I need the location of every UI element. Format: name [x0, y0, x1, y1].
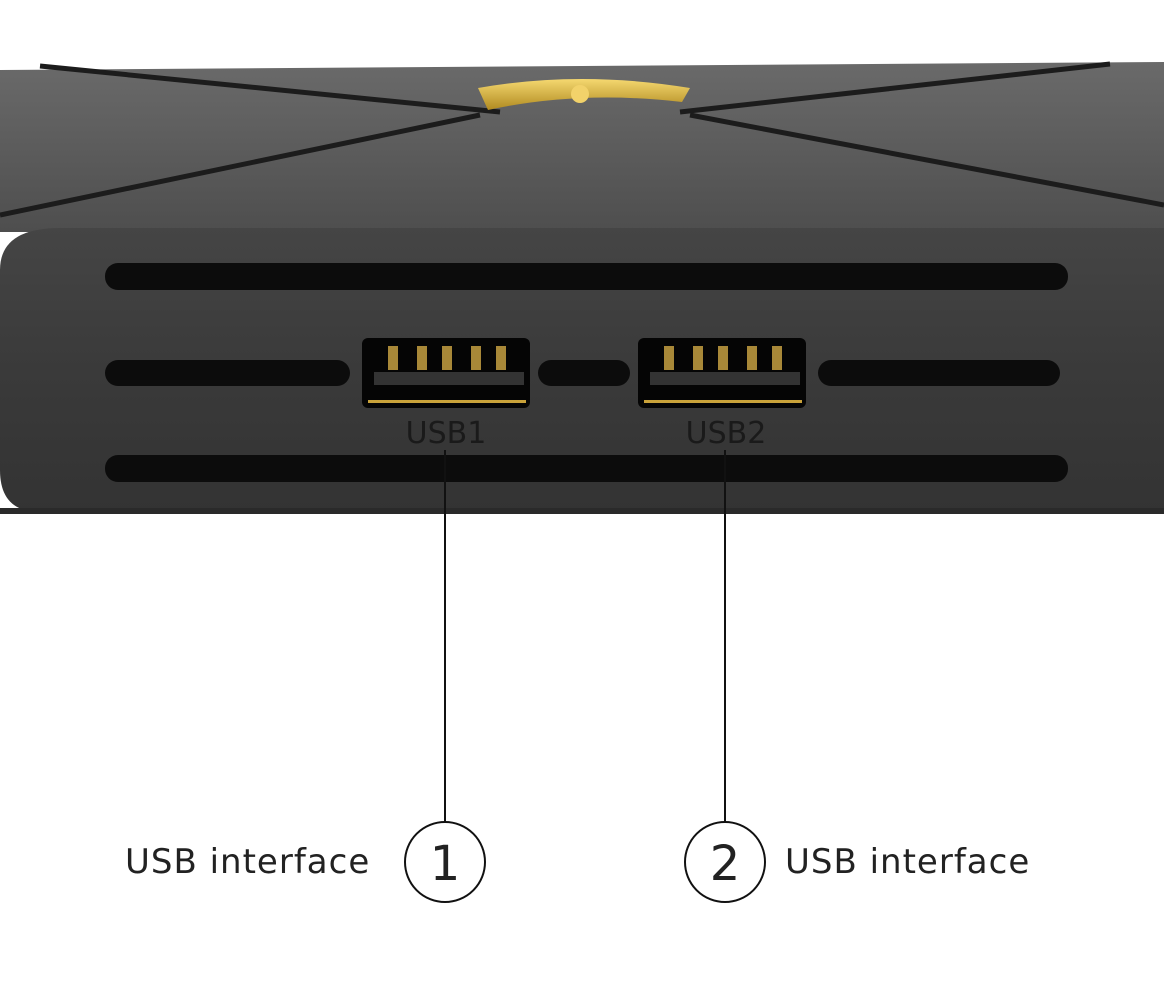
port-label-usb1: USB1: [406, 416, 487, 451]
vent-slots: [105, 263, 1068, 482]
device-top-surface: [0, 62, 1164, 232]
callout-circle-1: [404, 821, 486, 903]
callout-text-2: USB interface: [785, 842, 1031, 882]
usb-port-2: [638, 338, 806, 408]
port-label-usb2: USB2: [686, 416, 767, 451]
callout-number-1: 1: [430, 836, 461, 892]
top-grooves: [0, 61, 1164, 218]
callout-text-1: USB interface: [125, 842, 371, 882]
usb-port-1: [362, 338, 530, 408]
callout-circle-2: [684, 821, 766, 903]
callout-number-2: 2: [710, 836, 741, 892]
logo-emblem: [478, 79, 690, 110]
